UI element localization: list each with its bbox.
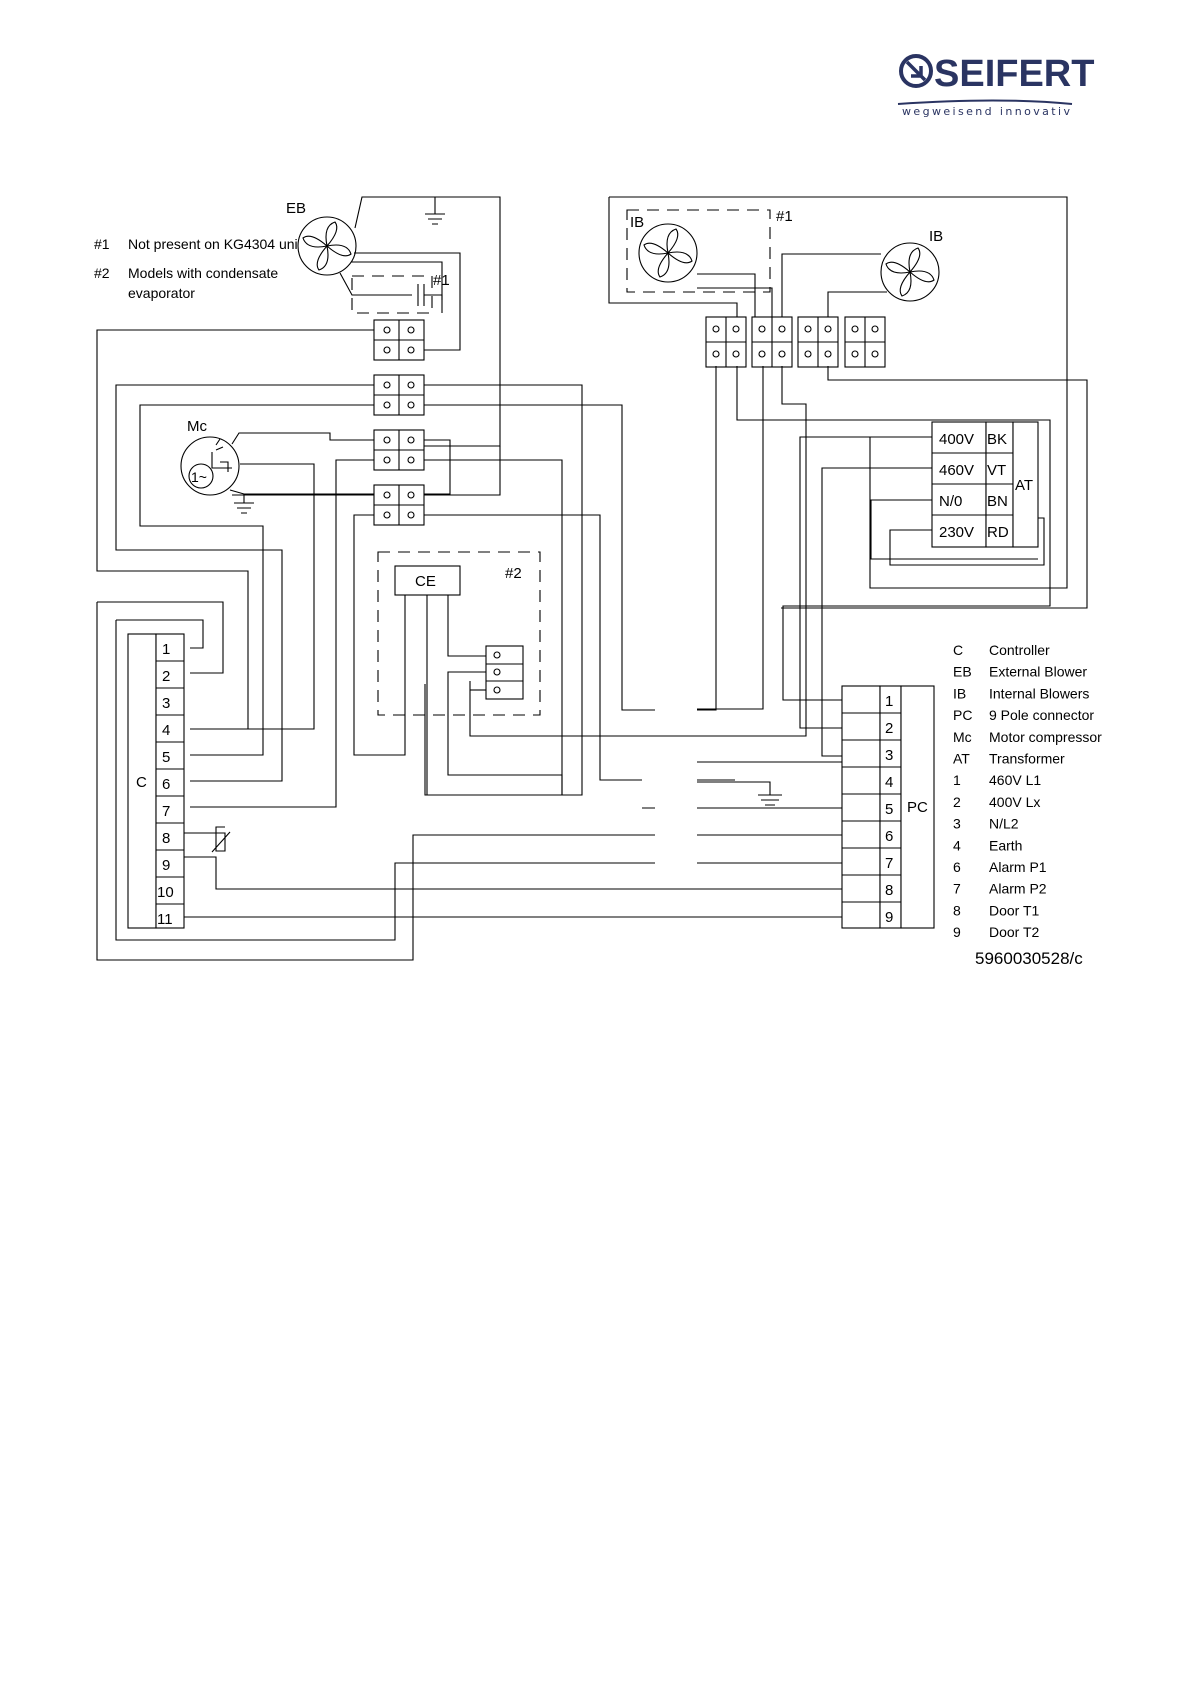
- terminal-block-4: [232, 446, 735, 781]
- controller-terminal: 11: [157, 911, 173, 928]
- legend-value: External Blower: [989, 664, 1087, 680]
- legend-value: 460V L1: [989, 772, 1041, 788]
- legend-key: AT: [953, 751, 970, 767]
- legend-key: C: [953, 642, 963, 658]
- ib-label-1: IB: [630, 214, 644, 231]
- internal-blowers: IB #1 IB: [608, 196, 1088, 864]
- legend-key: 2: [953, 794, 961, 810]
- drawing-number: 5960030528/c: [975, 949, 1083, 968]
- pc-terminal: 5: [885, 801, 893, 818]
- ce-label: CE: [415, 573, 436, 590]
- pc-terminal: 8: [885, 882, 893, 899]
- mc-label: Mc: [187, 418, 207, 435]
- legend-value: Alarm P2: [989, 881, 1047, 897]
- legend-key: IB: [953, 685, 966, 701]
- note-mark-1: #1: [94, 236, 110, 252]
- note-mark-2: #2: [94, 265, 110, 281]
- logo-tagline: wegweisend innovativ: [902, 105, 1072, 118]
- transformer: AT 400V BK 460V VT N/0 BN 230V RD: [799, 421, 1045, 757]
- legend-key: 1: [953, 772, 961, 788]
- transformer-wire: VT: [987, 462, 1006, 479]
- external-blower: EB #1: [286, 196, 501, 447]
- controller-terminal: 2: [162, 668, 170, 685]
- legend-value: Internal Blowers: [989, 685, 1089, 701]
- controller-terminal: 5: [162, 749, 170, 766]
- legend-value: Door T2: [989, 924, 1040, 940]
- pc-terminal: 9: [885, 909, 893, 926]
- controller-label: C: [136, 774, 147, 791]
- notes: #1 Not present on KG4304 unit #2 Models …: [94, 236, 302, 301]
- legend-key: 3: [953, 816, 961, 832]
- eb-label: EB: [286, 200, 306, 217]
- note-text-2b: evaporator: [128, 285, 195, 301]
- controller-terminal: 10: [157, 884, 174, 901]
- pc-label: PC: [907, 799, 928, 816]
- transformer-voltage: 230V: [939, 524, 974, 541]
- transformer-wire: BK: [987, 431, 1007, 448]
- compressor-icon: [180, 436, 240, 496]
- legend-value: Alarm P1: [989, 859, 1047, 875]
- legend-value: Transformer: [989, 751, 1065, 767]
- logo-emblem-icon: [899, 54, 933, 88]
- ib-label-2: IB: [929, 228, 943, 245]
- legend-key: 8: [953, 902, 961, 918]
- legend-key: 9: [953, 924, 961, 940]
- pc-terminal: 3: [885, 747, 893, 764]
- legend-key: 4: [953, 837, 961, 853]
- transformer-voltage: 460V: [939, 462, 974, 479]
- legend-key: 6: [953, 859, 961, 875]
- pc-terminal: 1: [885, 693, 893, 710]
- pc-terminal: 7: [885, 855, 893, 872]
- legend-value: Motor compressor: [989, 729, 1102, 745]
- controller-terminal: 9: [162, 857, 170, 874]
- controller: C 1 2 3 4 5 6 7 8 9 10 11: [96, 601, 842, 961]
- legend-value: Door T1: [989, 902, 1040, 918]
- legend-value: 9 Pole connector: [989, 707, 1094, 723]
- controller-terminal: 6: [162, 776, 170, 793]
- single-phase-label: 1~: [191, 469, 207, 485]
- legend-value: N/L2: [989, 816, 1019, 832]
- condensate-evaporator: #2 CE: [377, 551, 735, 795]
- eb-note-1: #1: [433, 272, 450, 289]
- legend-key: 7: [953, 881, 961, 897]
- legend-value: Earth: [989, 837, 1022, 853]
- transformer-voltage: N/0: [939, 493, 962, 510]
- terminal-block-2: [115, 374, 655, 796]
- transformer-wire: RD: [987, 524, 1009, 541]
- legend-key: PC: [953, 707, 972, 723]
- pc-terminal: 6: [885, 828, 893, 845]
- note-text-1: Not present on KG4304 unit: [128, 236, 302, 252]
- pc-terminal: 4: [885, 774, 893, 791]
- legend-value: 400V Lx: [989, 794, 1040, 810]
- controller-terminal: 3: [162, 695, 170, 712]
- transformer-label: AT: [1015, 477, 1033, 494]
- legend-value: Controller: [989, 642, 1050, 658]
- note-text-2: Models with condensate: [128, 265, 278, 281]
- terminal-block-3: [190, 429, 563, 808]
- motor-compressor: Mc 1~: [180, 418, 451, 730]
- legend-key: EB: [953, 664, 972, 680]
- controller-terminal: 1: [162, 641, 170, 658]
- seifert-logo: SEIFERT wegweisend innovativ: [897, 53, 1094, 118]
- controller-terminal: 7: [162, 803, 170, 820]
- controller-terminal: 4: [162, 722, 170, 739]
- transformer-wire: BN: [987, 493, 1008, 510]
- pc-connector: PC 1 2 3 4 5 6 7 8 9: [841, 685, 935, 929]
- pc-terminal: 2: [885, 720, 893, 737]
- transformer-voltage: 400V: [939, 431, 974, 448]
- controller-terminal: 8: [162, 830, 170, 847]
- legend-key: Mc: [953, 729, 972, 745]
- ce-note-2: #2: [505, 565, 522, 582]
- ib-note-1: #1: [776, 208, 793, 225]
- logo-brand: SEIFERT: [934, 53, 1094, 95]
